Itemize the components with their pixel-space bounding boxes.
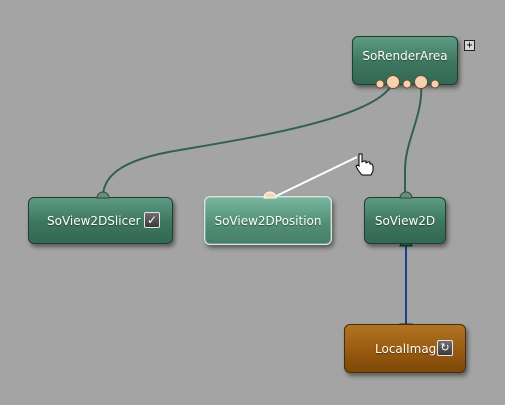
module-soView2D[interactable]: SoView2D bbox=[364, 197, 446, 244]
module-label: SoView2DPosition bbox=[214, 213, 322, 228]
module-label: SoView2DSlicer bbox=[47, 213, 141, 228]
module-label: LocalImage bbox=[375, 341, 444, 356]
reload-icon[interactable]: ↻ bbox=[437, 340, 453, 356]
module-label: SoRenderArea bbox=[362, 48, 448, 63]
drag-connection-line bbox=[269, 156, 358, 200]
expand-button[interactable]: + bbox=[464, 40, 475, 51]
check-icon[interactable]: ✓ bbox=[144, 212, 160, 228]
connection-renderarea-view2d[interactable] bbox=[404, 81, 423, 198]
module-soRenderArea[interactable]: SoRenderArea bbox=[352, 36, 458, 85]
module-label: SoView2D bbox=[374, 213, 436, 228]
connection-renderarea-slicer[interactable] bbox=[101, 81, 394, 199]
module-soView2DPosition[interactable]: SoView2DPosition bbox=[204, 196, 332, 245]
